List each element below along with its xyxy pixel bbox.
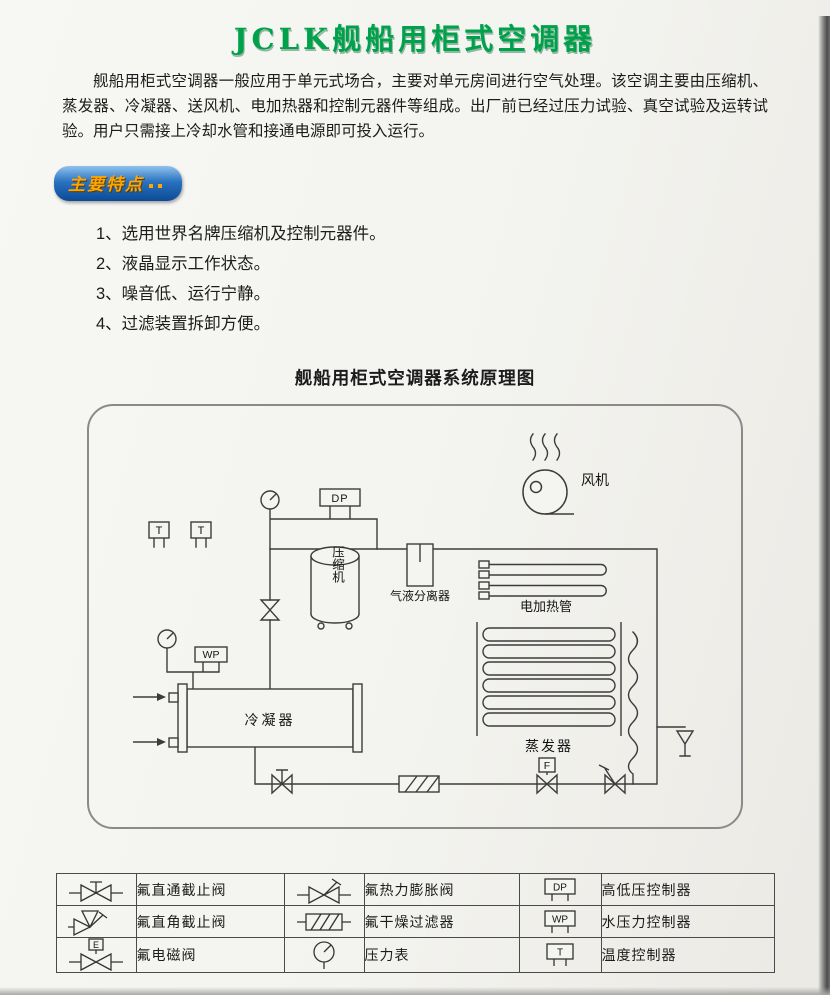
scan-edge-right [818, 16, 830, 995]
legend-row: 氟直通截止阀 氟热力膨胀阀 DP 高低压控制器 [55, 873, 775, 907]
evaporator-symbol [476, 622, 622, 737]
feature-item: 1、选用世界名牌压缩机及控制元器件。 [96, 225, 386, 244]
legend-row: E 氟电磁阀 压力表 T 温度控制器 [55, 937, 775, 974]
capillary-line [627, 631, 639, 786]
legend-symbol-cell: T [518, 937, 602, 974]
t-symbol-text: T [557, 948, 563, 959]
badge-dot [149, 183, 153, 188]
sensor-legs [153, 537, 207, 549]
expansion-valve-legend-symbol [297, 878, 351, 905]
pressure-gauge-water [157, 629, 177, 650]
scan-edge-bottom [0, 987, 830, 995]
temp-sensor-box [148, 521, 170, 540]
temperature-sensors [148, 521, 212, 540]
diagram-labels: T T DP 风机 压缩机 气液分离器 电加热管 WP 冷凝器 蒸发器 F [156, 472, 609, 772]
legend-label: 水压力控制器 [600, 905, 775, 939]
legend-symbol-cell: WP [518, 905, 602, 939]
hp-lp-controller-box [319, 488, 361, 508]
legend-label: 温度控制器 [600, 937, 775, 974]
solenoid-valve-legend-symbol: E [69, 938, 123, 972]
legend-table: 氟直通截止阀 氟热力膨胀阀 DP 高低压控制器 氟直角截止阀 [55, 873, 775, 974]
expansion-valve-symbol [598, 764, 626, 796]
legend-symbol-cell [283, 873, 365, 907]
feature-item: 2、液晶显示工作状态。 [96, 255, 271, 274]
filter-drier-legend-symbol [297, 913, 351, 931]
wp-controller-legend-symbol: WP [544, 910, 576, 933]
legend-symbol-cell [55, 873, 137, 907]
condenser-label: 冷凝器 [245, 712, 296, 728]
temp-sensor-label: T [156, 525, 163, 537]
pipe-main-lines [254, 548, 658, 786]
shutoff-valve-bottom [271, 769, 293, 796]
badge-dot [158, 183, 162, 188]
feature-item: 3、噪音低、运行宁静。 [96, 285, 271, 304]
pressure-gauge-legend-symbol [313, 941, 335, 970]
schematic-svg: T T DP 风机 压缩机 气液分离器 电加热管 WP 冷凝器 蒸发器 F [133, 433, 695, 796]
valve-straight-symbol [69, 881, 123, 903]
separator-label: 气液分离器 [390, 588, 450, 603]
evaporator-label: 蒸发器 [525, 738, 573, 754]
drain-funnel [675, 730, 695, 746]
features-badge-label: 主要特点 [68, 175, 144, 195]
fan-symbol [522, 469, 574, 516]
pipe-manifold [269, 505, 378, 693]
diagram-piping [153, 433, 691, 786]
legend-label: 氟干燥过滤器 [363, 905, 520, 939]
system-diagram: T T DP 风机 压缩机 气液分离器 电加热管 WP 冷凝器 蒸发器 F [87, 404, 743, 830]
feature-list: 1、选用世界名牌压缩机及控制元器件。 2、液晶显示工作状态。 3、噪音低、运行宁… [96, 219, 830, 339]
legend-label: 氟直角截止阀 [135, 905, 285, 939]
dp-controller-legend-symbol: DP [544, 878, 576, 901]
condenser-symbol [168, 683, 363, 754]
legend-symbol-cell: E [55, 937, 137, 974]
legend-row: 氟直角截止阀 氟干燥过滤器 WP 水压力控制器 [55, 905, 775, 939]
legend-symbol-cell: DP [518, 873, 602, 907]
water-pressure-controller-box [194, 646, 228, 664]
filter-drier-symbol [398, 775, 440, 794]
angle-valve-symbol [68, 910, 108, 937]
legend-symbol-cell [283, 905, 365, 939]
legend-label: 氟直通截止阀 [135, 873, 285, 907]
heater-label: 电加热管 [520, 599, 572, 614]
dp-label: DP [331, 493, 348, 505]
temp-sensor-label: T [198, 525, 205, 537]
f-valve-label: F [544, 760, 550, 772]
diagram-title: 舰船用柜式空调器系统原理图 [294, 368, 536, 389]
legend-symbol-cell [283, 937, 365, 974]
compressor-label: 压缩机 [330, 546, 344, 584]
page-title: JCLK舰船用柜式空调器 [233, 22, 597, 56]
solenoid-valve-f [536, 757, 558, 796]
wp-label: WP [203, 649, 220, 661]
features-badge: 主要特点 [54, 166, 182, 202]
legend-label: 压力表 [363, 937, 520, 974]
compressor-symbol [310, 546, 360, 631]
legend-label: 高低压控制器 [600, 873, 775, 907]
temp-sensor-box [190, 521, 212, 540]
water-flow-arrows [133, 693, 166, 747]
intro-paragraph: 舰船用柜式空调器一般应用于单元式场合，主要对单元房间进行空气处理。该空调主要由压… [62, 73, 768, 140]
dp-symbol-text: DP [553, 882, 567, 893]
wp-symbol-text: WP [552, 914, 568, 925]
legend-symbol-cell [55, 905, 137, 939]
legend-label: 氟电磁阀 [135, 937, 285, 974]
pipe-wp-lines [166, 647, 220, 691]
heater-symbol [478, 560, 607, 601]
separator-symbol [406, 543, 434, 588]
feature-item: 4、过滤装置拆卸方便。 [96, 315, 271, 334]
shutoff-valve-vertical [259, 599, 281, 622]
fan-label: 风机 [581, 472, 609, 488]
e-symbol-text: E [93, 940, 99, 950]
pipe-drain-branch [656, 726, 691, 758]
heat-waves [529, 433, 561, 462]
temp-controller-legend-symbol: T [546, 943, 574, 967]
legend-label: 氟热力膨胀阀 [363, 873, 520, 907]
pressure-gauge-top [260, 490, 280, 511]
